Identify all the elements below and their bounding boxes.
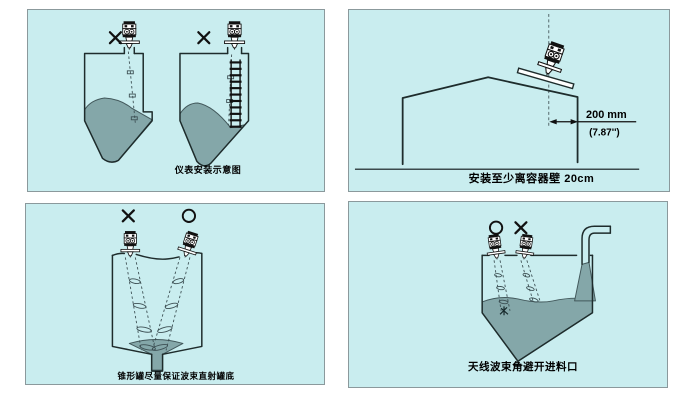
wrong-mark-icon <box>121 209 135 223</box>
panel-roof-mounting: 200 mm (7.87'') 安装至少离容器壁 20cm <box>348 9 670 192</box>
tank-with-ladder <box>179 20 250 167</box>
radar-sensor <box>534 38 570 80</box>
material-heap <box>179 102 246 167</box>
tilted-beam <box>151 257 191 351</box>
nozzle-neck <box>226 46 243 55</box>
radar-beam <box>127 51 136 123</box>
ok-mark-icon <box>488 220 504 235</box>
beam-marker <box>128 93 136 98</box>
caption-top-right: 安装至少离容器壁 20cm <box>468 173 595 185</box>
vessel-roof-outline <box>401 76 579 166</box>
wrong-mark-icon <box>514 221 528 235</box>
material-in-funnel <box>128 339 184 371</box>
dimension-arrow <box>549 119 637 125</box>
roof-mounting-diagram: 200 mm (7.87'') <box>354 13 640 171</box>
tank-with-step <box>83 20 153 163</box>
panel-wall-obstacle: 仪表安装示意图 <box>27 9 325 192</box>
ok-mark-icon <box>181 208 197 223</box>
beam-marker <box>126 70 134 75</box>
conical-tank-diagram <box>111 208 203 372</box>
material-fill <box>481 297 593 362</box>
inlet-pipe <box>581 225 612 266</box>
wrong-mark-icon <box>197 31 211 45</box>
reflection-splash <box>499 306 509 316</box>
wrong-mark-icon <box>108 31 123 45</box>
inlet-stream <box>574 261 596 302</box>
tank-outline <box>481 254 594 366</box>
ladder <box>229 59 242 128</box>
dimension-inches: (7.87'') <box>589 128 620 139</box>
panel-inlet-avoidance: 天线波束角避开进料口 <box>348 201 668 388</box>
panel-conical-tank: 锥形罐尽量保证波束直射罐底 <box>25 203 325 385</box>
wall-obstacle-diagram <box>83 20 250 167</box>
correct-beam <box>493 260 511 316</box>
caption-bottom-left: 锥形罐尽量保证波束直射罐底 <box>117 371 235 381</box>
radar-sensor-near-inlet <box>514 232 537 262</box>
radar-sensor-away-from-inlet <box>484 232 507 262</box>
beam-marker <box>130 116 138 121</box>
radar-sensor-tilted <box>175 229 203 261</box>
vertical-beam <box>124 257 156 351</box>
nozzle-neck <box>123 46 136 55</box>
wrong-beam <box>520 260 541 303</box>
inlet-avoidance-diagram <box>481 220 612 366</box>
radar-sensor <box>224 20 246 50</box>
caption-bottom-right: 天线波束角避开进料口 <box>468 361 578 373</box>
mounting-plate <box>516 67 575 90</box>
caption-top-left: 仪表安装示意图 <box>174 165 242 175</box>
tank-outline <box>83 52 153 163</box>
conical-tank-outline <box>111 251 203 372</box>
radar-sensor <box>118 20 140 50</box>
dimension-value: 200 mm <box>586 109 627 121</box>
tank-outline <box>179 52 250 167</box>
material-heap <box>84 97 153 163</box>
